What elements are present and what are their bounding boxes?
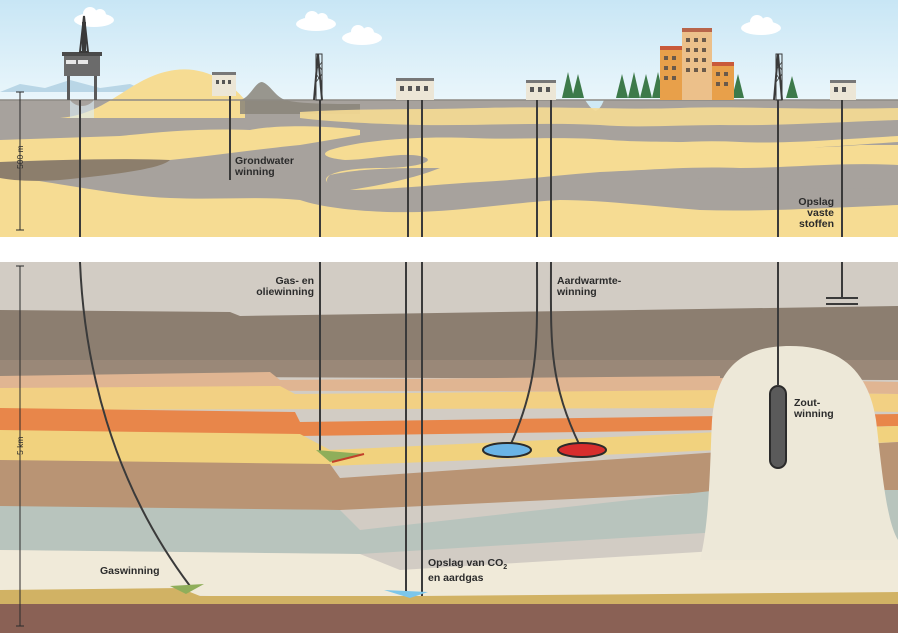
hot-reservoir <box>557 442 607 458</box>
cloud-icon <box>342 25 382 45</box>
sand-layer <box>620 136 898 160</box>
deep-layer <box>0 604 898 633</box>
sand-layer <box>300 107 898 127</box>
cold-reservoir <box>482 442 532 458</box>
top-panel <box>0 0 898 237</box>
building-icon <box>830 80 856 100</box>
city-buildings <box>660 28 734 100</box>
surface-structures <box>62 15 856 118</box>
ground-depression <box>240 82 360 114</box>
scale-label-top: 500 m <box>15 145 25 169</box>
bottom-panel <box>0 262 898 633</box>
building-icon <box>396 78 434 100</box>
shallow-wells <box>79 96 843 237</box>
building-icon <box>526 80 556 100</box>
sand-layer <box>0 430 720 466</box>
building-icon <box>212 72 236 96</box>
label-grondwater: Grondwater winning <box>235 155 294 178</box>
clay-lens <box>697 168 898 189</box>
label-opslag-co2: Opslag van CO2 en aardgas <box>428 557 508 585</box>
cloud-icon <box>741 15 781 35</box>
oil-gas-trap <box>316 450 364 462</box>
label-opslag-vaste-stoffen: Opslag vaste stoffen <box>798 196 834 230</box>
gas-well <box>79 261 191 587</box>
scale-bar-bottom <box>16 265 24 627</box>
label-zoutwinning: Zout- winning <box>794 397 834 420</box>
scale-label-bottom: 5 km <box>15 436 25 455</box>
label-gas-olie: Gas- en oliewinning <box>256 275 314 298</box>
geothermal-well-cold <box>509 261 539 447</box>
geothermal-well-hot <box>549 261 581 447</box>
brown-layer <box>0 452 720 510</box>
gas-trap <box>170 584 204 594</box>
co2-storage <box>384 590 428 598</box>
trees <box>562 72 798 98</box>
cloud-icon <box>296 11 336 31</box>
peat-layer <box>0 159 170 181</box>
sky <box>0 0 898 100</box>
sand-layer <box>0 386 720 410</box>
scale-bar-top <box>16 91 24 231</box>
deep-wells <box>79 261 843 596</box>
salt-cavern <box>769 385 787 469</box>
label-gaswinning: Gaswinning <box>100 565 160 577</box>
salt-dome <box>700 346 898 560</box>
sand-layer <box>0 175 898 237</box>
label-aardwarmte: Aardwarmte- winning <box>557 275 622 298</box>
grey-green-layer <box>0 490 720 554</box>
water-pit <box>585 100 604 111</box>
pale-layer <box>0 540 898 600</box>
offshore-platform-icon <box>62 15 102 118</box>
clay-lens <box>326 168 440 190</box>
sand-layer <box>0 126 360 163</box>
distant-hills <box>0 80 150 92</box>
sand-dune <box>0 69 245 118</box>
oil-gas-trap-edge <box>331 453 365 463</box>
orange-layer <box>0 408 720 436</box>
